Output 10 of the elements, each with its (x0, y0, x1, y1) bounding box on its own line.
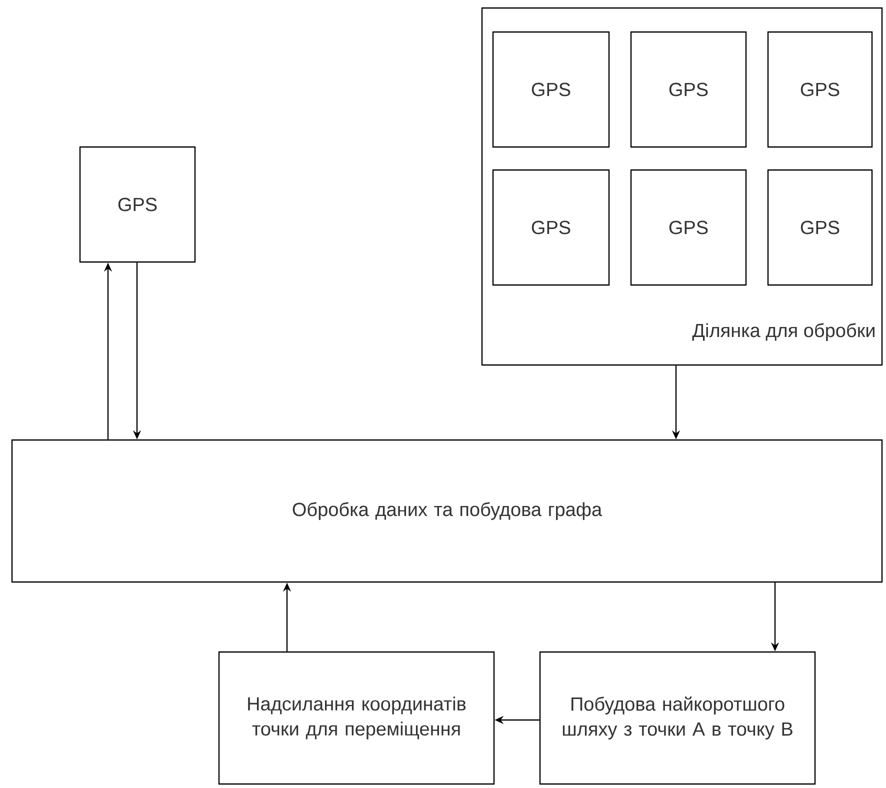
gps-box: GPS (492, 31, 610, 148)
gps-box: GPS (767, 31, 873, 148)
gps-box: GPS (492, 169, 610, 286)
process-box: Надсилання координатів точки для переміщення (218, 651, 495, 785)
gps-box: GPS (630, 31, 747, 148)
process-box: GPS (79, 146, 196, 263)
gps-box: GPS (630, 169, 747, 286)
process-box: Обробка даних та побудова графа (11, 439, 883, 583)
process-box: Побудова найкоротшого шляху з точки А в точку В (539, 651, 816, 785)
gps-box: GPS (767, 169, 873, 286)
